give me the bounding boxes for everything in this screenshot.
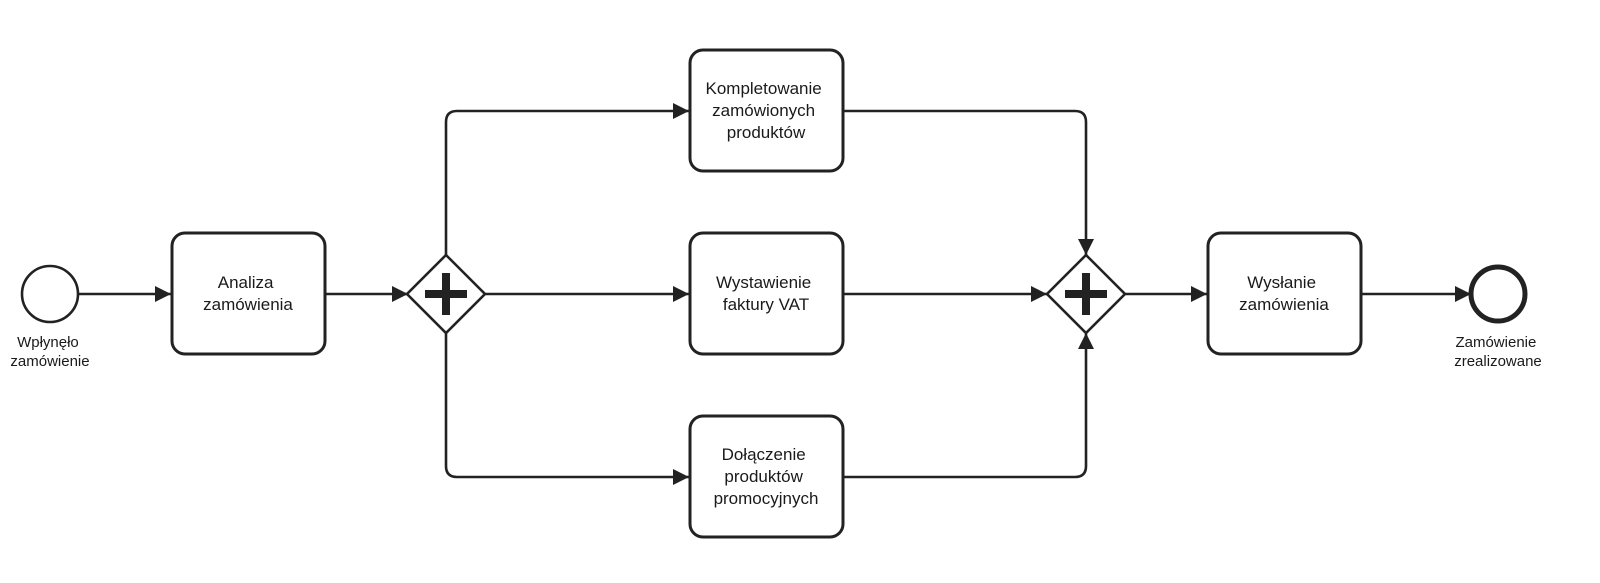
end-event-label: Zamówienie zrealizowane [1454,334,1542,370]
parallel-gateway-join[interactable] [1045,253,1127,335]
task-wyslanie-line-1: Wysłanie [1247,273,1316,292]
task-wystawienie-line-2: faktury VAT [723,295,809,314]
task-wyslanie-zamowienia[interactable]: Wysłanie zamówienia [1206,231,1363,356]
parallel-gateway-split[interactable] [405,253,487,335]
start-event-label-line-1: Wpłynęło [17,334,79,351]
flow-dolaczenie-to-join[interactable] [843,333,1094,479]
end-event-label-line-2: zrealizowane [1454,353,1542,370]
task-wystawienie-label: Wystawienie faktury VAT [716,273,816,314]
flow-kompletowanie-to-join[interactable] [843,109,1094,255]
task-dolaczenie-line-3: promocyjnych [714,489,819,508]
task-kompletowanie-line-2: zamówionych [712,101,815,120]
end-event-label-line-1: Zamówienie [1455,334,1536,351]
plus-icon [1065,273,1107,315]
start-event-label-line-2: zamówienie [10,353,89,370]
task-dolaczenie-label: Dołączenie produktów promocyjnych [714,445,819,508]
task-kompletowanie-line-1: Kompletowanie [706,79,822,98]
end-event[interactable]: Zamówienie zrealizowane [1454,264,1542,370]
task-analiza-line-2: zamówienia [203,295,293,314]
task-kompletowanie-box [688,48,845,173]
task-kompletowanie-label: Kompletowanie zamówionych produktów [706,79,827,142]
task-analiza-zamowienia[interactable]: Analiza zamówienia [170,231,327,356]
task-wystawienie-box [688,231,845,356]
task-wystawienie-faktury[interactable]: Wystawienie faktury VAT [688,231,845,356]
start-event[interactable]: Wpłynęło zamówienie [10,264,90,370]
task-dolaczenie-box [688,414,845,539]
plus-icon [425,273,467,315]
task-wyslanie-box [1206,231,1363,356]
task-dolaczenie-line-2: produktów [724,467,803,486]
task-analiza-line-1: Analiza [218,273,274,292]
sequence-flows [79,103,1471,485]
task-kompletowanie-line-3: produktów [727,123,806,142]
task-wyslanie-line-2: zamówienia [1239,295,1329,314]
start-event-circle [20,264,80,324]
task-kompletowanie[interactable]: Kompletowanie zamówionych produktów [688,48,845,173]
flow-split-to-dolaczenie[interactable] [444,333,689,485]
task-analiza-box [170,231,327,356]
task-analiza-label: Analiza zamówienia [203,273,293,314]
start-event-label: Wpłynęło zamówienie [10,334,89,370]
flow-split-to-kompletowanie[interactable] [444,103,689,255]
end-event-circle [1468,264,1528,324]
task-dolaczenie-produktow[interactable]: Dołączenie produktów promocyjnych [688,414,845,539]
task-dolaczenie-line-1: Dołączenie [722,445,806,464]
task-wyslanie-label: Wysłanie zamówienia [1239,273,1329,314]
task-wystawienie-line-1: Wystawienie [716,273,811,292]
